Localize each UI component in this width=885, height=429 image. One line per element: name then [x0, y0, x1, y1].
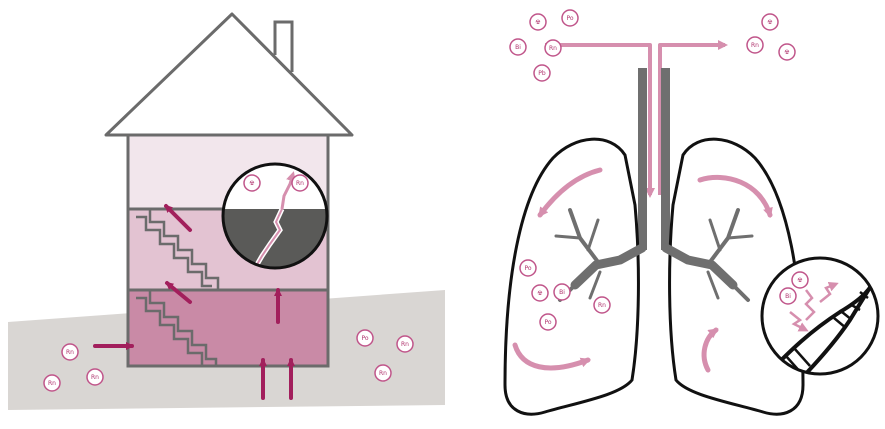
svg-text:Bi: Bi	[785, 293, 791, 300]
atom-po: Po	[561, 9, 579, 27]
atom-bi: Bi	[509, 38, 527, 56]
stairs-upper	[136, 207, 220, 290]
atom-rn: Rn	[291, 174, 309, 192]
atom-po: Po	[519, 259, 537, 277]
svg-text:Rn: Rn	[48, 380, 56, 387]
atom-radioactive: ☢	[529, 13, 547, 31]
atom-rn: Rn	[593, 296, 611, 314]
atom-radioactive: ☢	[791, 271, 809, 289]
svg-text:Rn: Rn	[598, 302, 606, 309]
arrow-stairs-lower	[165, 281, 192, 304]
arrow-stairs-upper	[164, 204, 192, 232]
svg-text:Po: Po	[544, 319, 551, 326]
atom-rn: Rn	[61, 343, 79, 361]
svg-text:Rn: Rn	[549, 45, 557, 52]
radon-entry-arrows	[93, 204, 295, 400]
svg-text:Bi: Bi	[515, 44, 521, 51]
roof	[104, 12, 354, 137]
svg-text:☢: ☢	[537, 290, 542, 297]
atom-radioactive: ☢	[778, 43, 796, 61]
atom-rn: Rn	[544, 39, 562, 57]
svg-text:Rn: Rn	[751, 42, 759, 49]
svg-text:☢: ☢	[767, 19, 772, 26]
svg-text:Pb: Pb	[538, 70, 546, 77]
svg-text:Rn: Rn	[66, 349, 74, 356]
atom-bi: Bi	[553, 283, 571, 301]
lung-circulation-arrows	[512, 167, 773, 373]
atom-radioactive: ☢	[531, 284, 549, 302]
atom-radioactive: ☢	[761, 13, 779, 31]
atom-po: Po	[356, 329, 374, 347]
svg-text:Rn: Rn	[401, 341, 409, 348]
atom-rn: Rn	[396, 335, 414, 353]
svg-text:Po: Po	[524, 265, 531, 272]
atom-rn: Rn	[374, 364, 392, 382]
atom-rn: Rn	[86, 368, 104, 386]
svg-text:Bi: Bi	[559, 289, 565, 296]
svg-text:Rn: Rn	[91, 374, 99, 381]
svg-text:☢: ☢	[784, 49, 789, 56]
atom-bi: Bi	[779, 287, 797, 305]
svg-text:Rn: Rn	[296, 180, 304, 187]
air-out-arrow	[658, 40, 728, 195]
svg-text:☢: ☢	[249, 180, 254, 187]
airflow-arrows	[545, 40, 728, 198]
svg-text:Rn: Rn	[379, 370, 387, 377]
atom-rn: Rn	[746, 36, 764, 54]
atom-radioactive: ☢	[243, 174, 261, 192]
atom-po: Po	[539, 313, 557, 331]
stairs-lower	[136, 288, 218, 366]
svg-text:Po: Po	[566, 15, 573, 22]
svg-text:☢: ☢	[535, 19, 540, 26]
atom-rn: Rn	[43, 374, 61, 392]
radiation-zigzag	[804, 289, 816, 321]
bronchi-tree	[554, 208, 754, 302]
air-in-arrow	[545, 43, 655, 198]
svg-text:☢: ☢	[797, 277, 802, 284]
basement-floor	[128, 290, 328, 366]
atom-pb: Pb	[533, 64, 551, 82]
trachea	[638, 68, 670, 250]
svg-text:Po: Po	[361, 335, 368, 342]
